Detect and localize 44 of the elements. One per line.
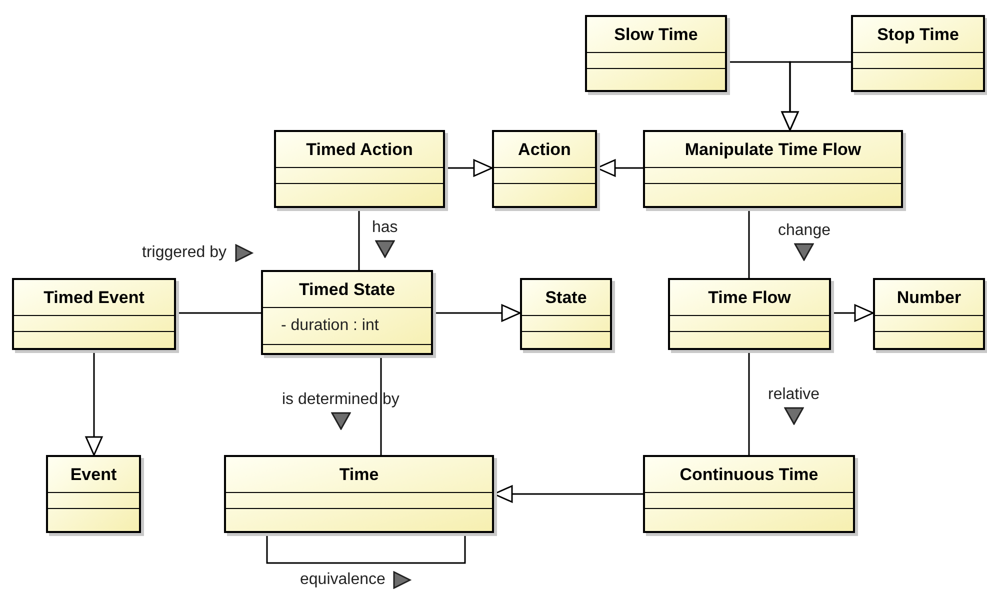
association-line: [748, 208, 750, 278]
class-name: Stop Time: [877, 24, 959, 46]
class-box: [520, 278, 612, 350]
class-box: [873, 278, 985, 350]
edge-label: change: [778, 221, 830, 241]
inheritance-arrow: [85, 350, 103, 456]
class-box: [643, 130, 903, 208]
inheritance-arrow: [445, 159, 493, 177]
edge-label: equivalence: [300, 570, 386, 590]
class-box: [261, 270, 433, 355]
edge-label: is determined by: [282, 390, 400, 410]
class-box: [224, 455, 494, 533]
class-name: Continuous Time: [680, 464, 818, 486]
class-name: Timed Event: [44, 286, 144, 309]
association-line: [748, 350, 750, 455]
class-box: [668, 278, 831, 350]
class-name: Number: [896, 286, 962, 309]
class-name: Timed State: [298, 278, 396, 301]
class-name: Manipulate Time Flow: [684, 138, 862, 161]
class-name: Time: [339, 464, 379, 486]
class-name: Time Flow: [708, 286, 791, 309]
class-box: [585, 15, 727, 92]
association-line: [176, 312, 261, 314]
class-box: [492, 130, 597, 208]
class-name: Timed Action: [306, 138, 413, 161]
inheritance-arrow: [831, 304, 874, 322]
edge-label: relative: [768, 385, 820, 405]
association-line: [266, 533, 466, 564]
association-line: [358, 208, 360, 270]
class-name: State: [545, 286, 587, 309]
class-box: [12, 278, 176, 350]
edge-label: has: [372, 218, 398, 238]
class-box: [851, 15, 985, 92]
class-box: [274, 130, 445, 208]
class-box: [643, 455, 855, 533]
inheritance-arrow: [433, 304, 521, 322]
inheritance-arrow: [781, 61, 851, 131]
association-line: [380, 355, 382, 455]
attribute-text: - duration : int: [281, 316, 380, 336]
edge-label: triggered by: [142, 243, 226, 263]
class-box: [46, 455, 141, 533]
class-name: Slow Time: [614, 24, 698, 46]
class-name: Event: [70, 464, 117, 486]
class-name: Action: [518, 138, 571, 161]
